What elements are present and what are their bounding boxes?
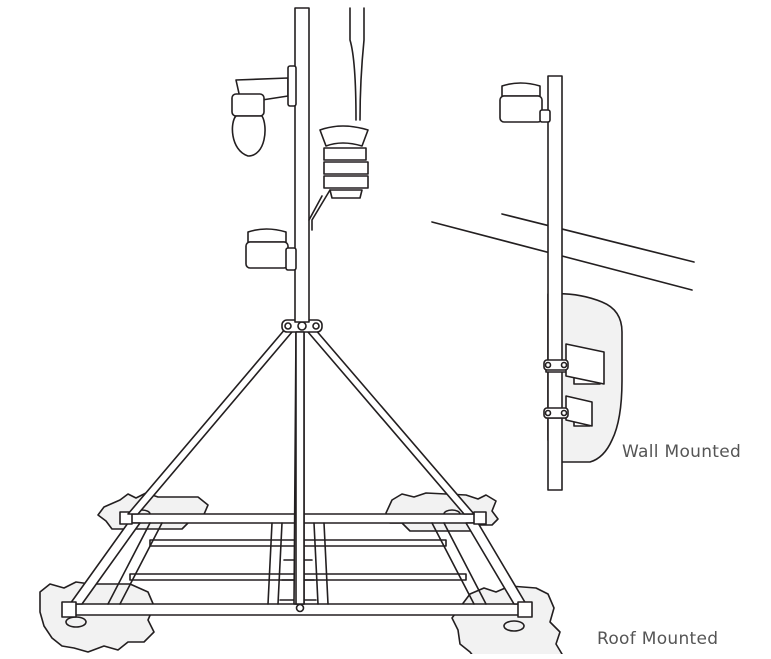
wall-mounted-label: Wall Mounted bbox=[622, 442, 742, 462]
wall-mount-illustration bbox=[432, 76, 694, 490]
wall-mast bbox=[548, 76, 562, 490]
mast-sensor-housing bbox=[246, 229, 296, 270]
pad-front-left bbox=[40, 582, 154, 652]
roof-mast bbox=[295, 8, 309, 604]
roof-mount-illustration bbox=[40, 8, 562, 659]
wall-edge-line-2 bbox=[502, 214, 694, 262]
light-bulb-sensor bbox=[232, 66, 296, 156]
wall-sensor-housing bbox=[500, 83, 550, 122]
radiation-shield bbox=[309, 8, 368, 230]
pad-front-right bbox=[452, 586, 562, 659]
wall-bracket-upper bbox=[544, 344, 604, 384]
roof-mounted-label: Roof Mounted bbox=[597, 629, 719, 649]
wall-bracket-lower bbox=[544, 396, 592, 426]
